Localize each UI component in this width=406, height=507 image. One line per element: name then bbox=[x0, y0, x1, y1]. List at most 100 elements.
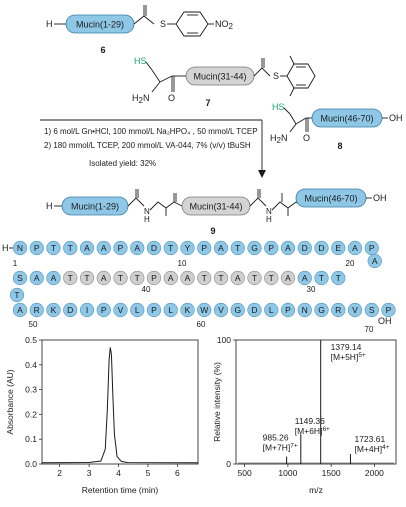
compound-number-8: 8 bbox=[337, 141, 342, 151]
residue-bead: A bbox=[79, 240, 95, 256]
residue-bead: T bbox=[163, 240, 178, 256]
residue-letter: A bbox=[285, 273, 291, 283]
compound-number-6: 6 bbox=[100, 45, 105, 55]
residue-circle bbox=[264, 240, 279, 256]
residue-bead: D bbox=[314, 240, 329, 256]
residue-bead: G bbox=[247, 240, 262, 256]
hplc-ytick-label: 0.1 bbox=[25, 434, 37, 444]
residue-circle bbox=[79, 270, 95, 286]
residue-circle bbox=[12, 302, 28, 318]
residue-bead: K bbox=[180, 302, 195, 318]
residue-bead: W bbox=[197, 302, 212, 318]
residue-bead: P bbox=[280, 302, 296, 318]
residue-bead: N bbox=[12, 240, 28, 256]
ms-ytick-label: 100 bbox=[217, 335, 231, 345]
residue-circle bbox=[331, 240, 346, 256]
nitro-group: NO2 bbox=[215, 19, 234, 31]
residue-circle bbox=[297, 270, 312, 286]
seq-num-20: 20 bbox=[346, 259, 355, 268]
residue-letter: N bbox=[302, 305, 308, 315]
compound-8: HS H2N O Mucin(46-70) OH 8 bbox=[270, 102, 403, 151]
product-mucin-1-29-label: Mucin(1-29) bbox=[71, 202, 119, 212]
residue-letter: T bbox=[235, 243, 240, 253]
residue-bead: G bbox=[314, 302, 329, 318]
ms-xtick-label: 2000 bbox=[365, 468, 384, 478]
residue-bead: D bbox=[63, 302, 78, 318]
residue-circle bbox=[113, 240, 128, 256]
residue-bead: N bbox=[297, 302, 312, 318]
residue-bead: T bbox=[9, 287, 25, 303]
residue-circle bbox=[197, 240, 212, 256]
residue-letter: T bbox=[135, 273, 140, 283]
residue-circle bbox=[230, 302, 245, 318]
residue-bead: A bbox=[280, 240, 296, 256]
mucin-31-44-label: Mucin(31-44) bbox=[193, 72, 246, 82]
residue-circle bbox=[381, 302, 396, 318]
residue-bead: A bbox=[163, 270, 178, 286]
residue-circle bbox=[46, 270, 61, 286]
compound-9: H Mucin(1-29) N H Mucin(31-44) N H Mucin… bbox=[46, 188, 387, 236]
residue-circle bbox=[367, 253, 382, 269]
ms-peak-ion-label: [M+6H]6+ bbox=[295, 426, 330, 436]
ms-peak-mz-label: 1379.14 bbox=[331, 342, 362, 352]
residue-circle bbox=[331, 270, 346, 286]
residue-bead: R bbox=[29, 302, 44, 318]
residue-letter: N bbox=[17, 243, 23, 253]
oh-9: OH bbox=[373, 193, 387, 203]
conditions-line-1: 1) 6 mol/L Gn•HCl, 100 mmol/L Na₂HPO₄ , … bbox=[44, 127, 258, 136]
seq-num-30: 30 bbox=[307, 285, 316, 294]
ms-peak-mz-label: 1149.36 bbox=[295, 416, 325, 426]
conditions-line-2: 2) 180 mmol/L TCEP, 200 mmol/L VA-044, 7… bbox=[44, 141, 251, 150]
residue-circle bbox=[9, 287, 25, 303]
residue-letter: K bbox=[185, 305, 191, 315]
ms-xtick-label: 1000 bbox=[278, 468, 297, 478]
residue-bead: D bbox=[297, 240, 312, 256]
residue-bead: A bbox=[29, 270, 44, 286]
residue-bead: P bbox=[146, 270, 162, 286]
product-mucin-31-44-label: Mucin(31-44) bbox=[189, 202, 242, 212]
residue-bead: A bbox=[12, 302, 28, 318]
residue-letter: P bbox=[369, 243, 375, 253]
residue-letter: V bbox=[118, 305, 124, 315]
residue-bead: D bbox=[247, 302, 262, 318]
product-mucin-46-70-label: Mucin(46-70) bbox=[304, 194, 357, 204]
residue-letter: G bbox=[251, 243, 258, 253]
residue-circle bbox=[79, 240, 95, 256]
residue-circle bbox=[146, 302, 162, 318]
residue-letter: D bbox=[151, 243, 157, 253]
residue-circle bbox=[130, 302, 145, 318]
residue-bead: T bbox=[79, 270, 95, 286]
residue-letter: G bbox=[234, 305, 241, 315]
residue-bead: T bbox=[314, 270, 329, 286]
hplc-xtick-label: 5 bbox=[146, 468, 151, 478]
residue-bead: A bbox=[213, 240, 229, 256]
product-amide-n2: N bbox=[266, 207, 272, 216]
residue-letter: T bbox=[14, 290, 19, 300]
seq-num-10: 10 bbox=[178, 259, 187, 268]
ms-frame bbox=[235, 339, 397, 465]
residue-letter: L bbox=[135, 305, 140, 315]
seq-num-50: 50 bbox=[29, 320, 38, 329]
residue-circle bbox=[213, 302, 229, 318]
residue-bead: A bbox=[46, 270, 61, 286]
residue-bead: P bbox=[364, 240, 379, 256]
residue-circle bbox=[331, 302, 346, 318]
residue-letter: A bbox=[185, 273, 191, 283]
residue-bead: T bbox=[264, 270, 279, 286]
compound-6: H Mucin(1-29) S NO2 6 bbox=[46, 5, 234, 55]
residue-circle bbox=[213, 240, 229, 256]
hplc-trace bbox=[41, 347, 199, 464]
residue-circle bbox=[180, 240, 195, 256]
residue-circle bbox=[163, 270, 178, 286]
ms-peak-ion-label: [M+4H]4+ bbox=[354, 444, 389, 454]
residue-circle bbox=[230, 240, 245, 256]
mucin-46-70-label: Mucin(46-70) bbox=[320, 114, 373, 124]
residue-circle bbox=[280, 302, 296, 318]
residue-bead: A bbox=[280, 270, 296, 286]
residue-bead: R bbox=[331, 302, 346, 318]
residue-bead: S bbox=[12, 270, 28, 286]
residue-circle bbox=[63, 240, 78, 256]
ms-ytick-label: 0 bbox=[226, 459, 231, 469]
residue-letter: A bbox=[372, 256, 378, 266]
residue-bead: T bbox=[46, 240, 61, 256]
